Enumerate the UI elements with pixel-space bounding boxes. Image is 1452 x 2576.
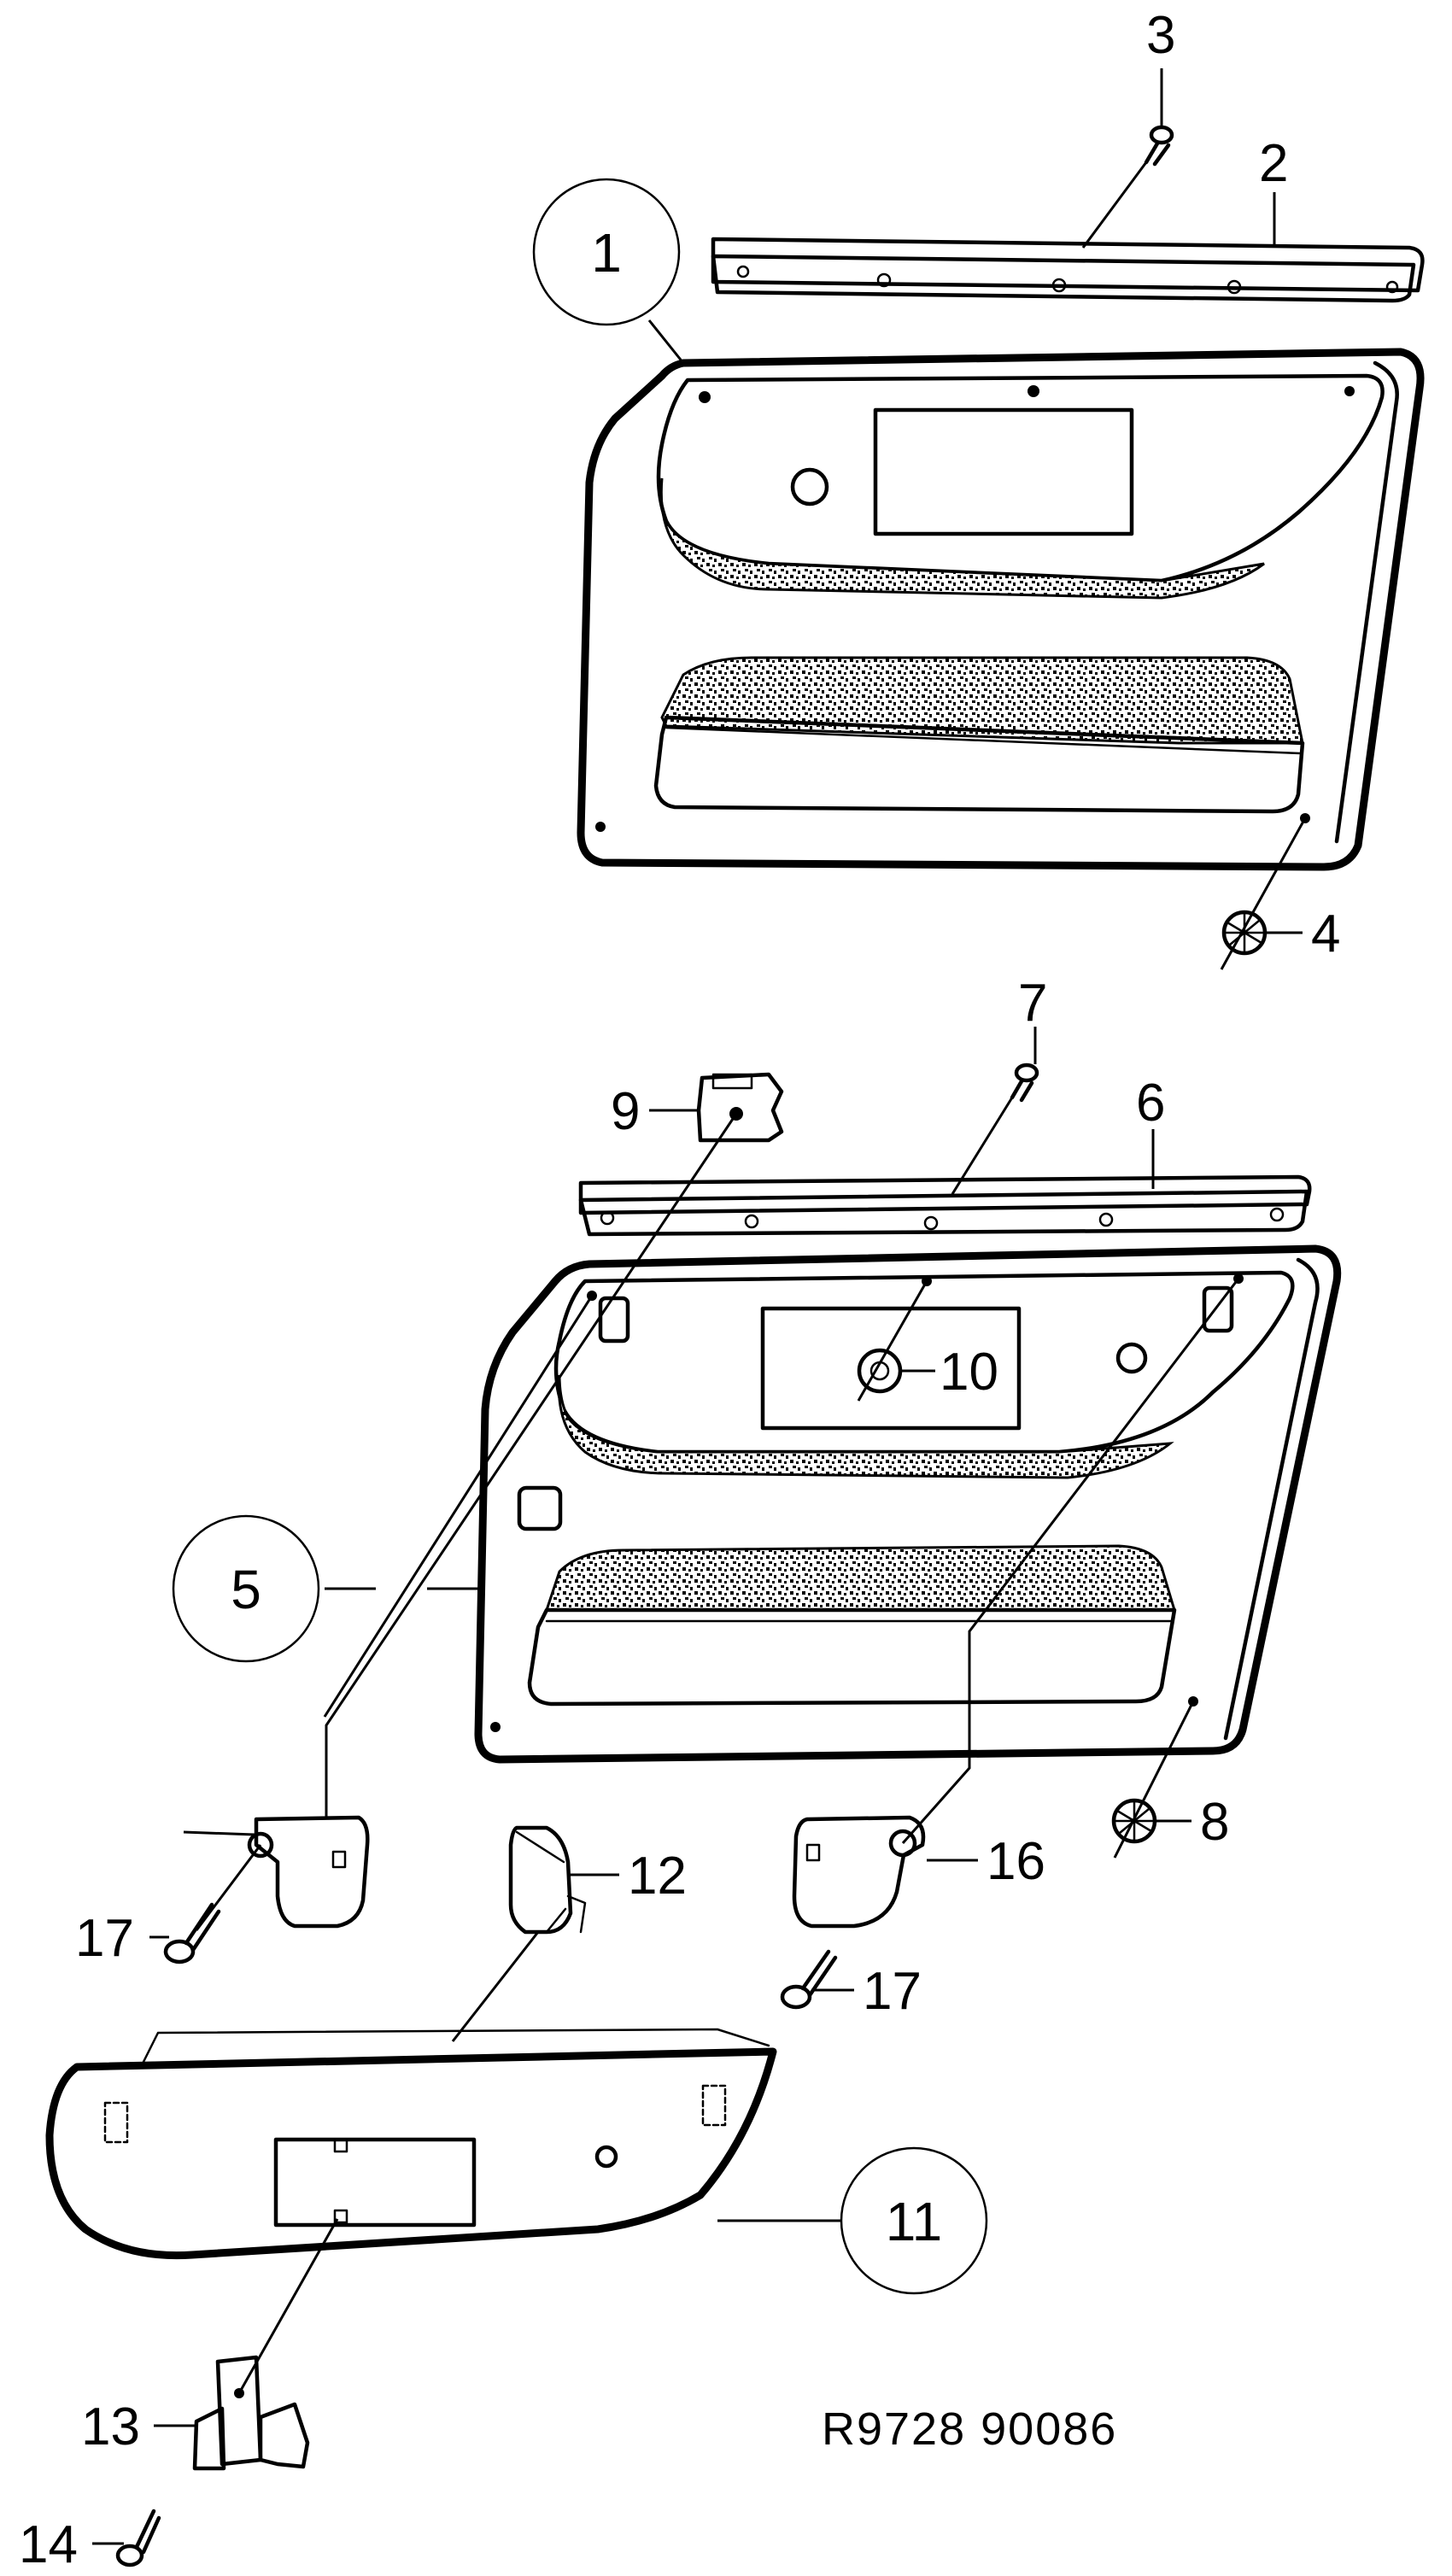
bracket-left: [247, 1815, 370, 1929]
callout-bubble-1: 1: [532, 178, 681, 326]
callout-11-label: 11: [886, 2191, 942, 2252]
screw-17-left: [163, 1902, 221, 1964]
bracket-16: [792, 1815, 926, 1929]
screw-3: [1144, 125, 1174, 167]
callout-13-label: 13: [81, 2397, 140, 2456]
callout-labels: 3 2 4 7 6 9 10 8 12 16 17 17 13 14: [19, 6, 1340, 2574]
callout-2-label: 2: [1259, 134, 1288, 193]
callout-12-label: 12: [628, 1847, 687, 1906]
rear-door-cap-strip: [578, 1174, 1312, 1237]
callout-4-label: 4: [1311, 905, 1340, 963]
callout-6-label: 6: [1136, 1074, 1165, 1133]
callout-5-label: 5: [231, 1559, 261, 1620]
callout-9-label: 9: [611, 1082, 640, 1141]
front-door-panel: [577, 348, 1425, 871]
leader-lines: [92, 68, 1307, 2545]
callout-3-label: 3: [1146, 6, 1175, 65]
callout-14-label: 14: [19, 2515, 78, 2574]
drawing-reference-number: R9728 90086: [822, 2403, 1117, 2455]
bracket-12: [508, 1825, 587, 1935]
trim-clip-4: [1221, 910, 1268, 956]
rear-door-panel: [474, 1244, 1342, 1764]
callout-17-left-label: 17: [75, 1909, 134, 1968]
callout-10-label: 10: [940, 1343, 998, 1402]
callout-1-label: 1: [591, 222, 622, 284]
screw-17-right: [780, 1949, 838, 2010]
front-door-cap-strip: [711, 237, 1425, 303]
lower-trim-panel: [45, 2028, 777, 2260]
screw-14: [115, 2509, 161, 2567]
callout-16-label: 16: [987, 1832, 1045, 1891]
screw-7: [1010, 1063, 1039, 1103]
callout-bubble-11: 11: [840, 2146, 988, 2295]
callout-bubble-5: 5: [172, 1514, 320, 1663]
callout-7-label: 7: [1018, 974, 1047, 1033]
callout-8-label: 8: [1200, 1793, 1229, 1852]
callout-17-right-label: 17: [863, 1962, 922, 2021]
bracket-9: [696, 1072, 784, 1143]
